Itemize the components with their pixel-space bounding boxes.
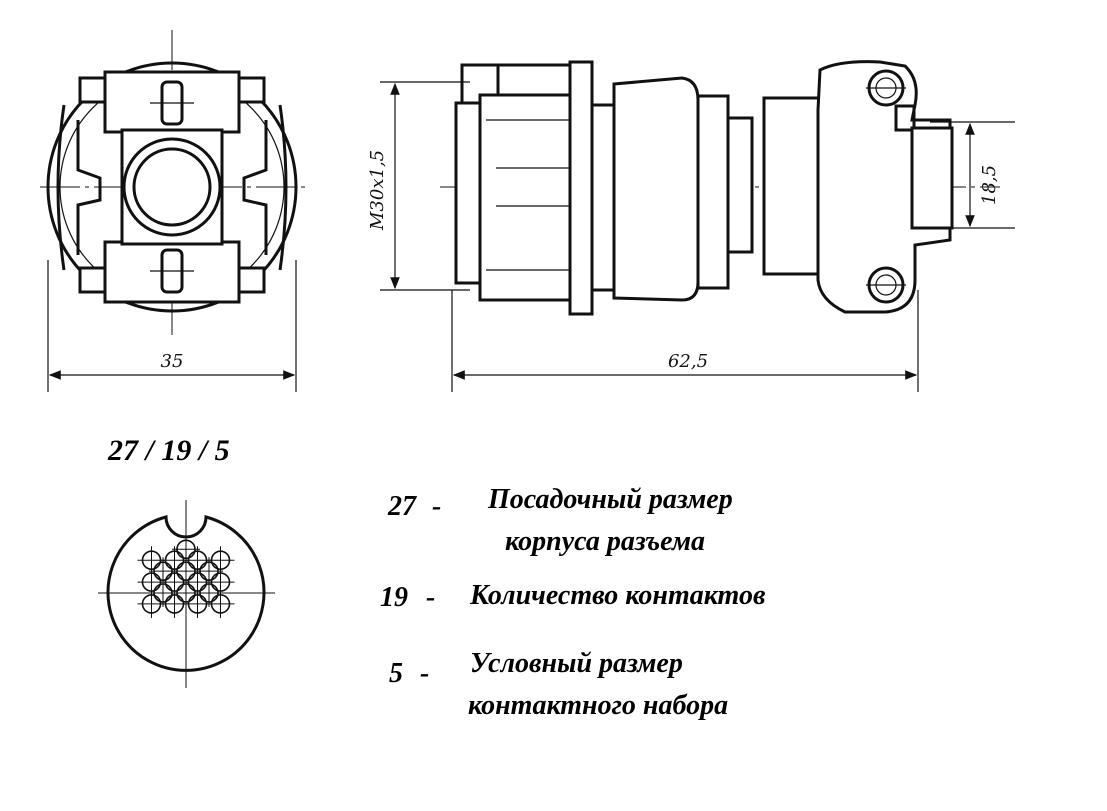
contact-layout-diagram [98,500,275,688]
length-dimension-label: 62,5 [668,351,708,372]
legend-text-5-line1: Условный размер [470,648,683,679]
legend: 27 - Посадочный размер корпуса разъема 1… [380,484,766,721]
side-view: M30x1,5 18,5 62,5 [367,60,1015,392]
legend-dash-5: - [420,658,429,689]
front-view: 35 [40,30,305,392]
legend-text-27-line2: корпуса разъема [505,526,705,557]
thread-dimension-label: M30x1,5 [367,150,388,231]
legend-dash-19: - [426,582,435,613]
legend-code-5: 5 [389,658,403,689]
contact-pins [137,535,235,618]
legend-code-27: 27 [387,491,417,522]
legend-text-27-line1: Посадочный размер [487,484,733,515]
legend-text-19: Количество контактов [469,580,766,611]
width-dimension-label: 35 [161,351,184,372]
designation-code: 27 / 19 / 5 [107,434,230,467]
cable-dimension-label: 18,5 [979,165,1000,205]
legend-text-5-line2: контактного набора [468,690,728,721]
legend-code-19: 19 [380,582,408,613]
legend-dash-27: - [432,491,441,522]
